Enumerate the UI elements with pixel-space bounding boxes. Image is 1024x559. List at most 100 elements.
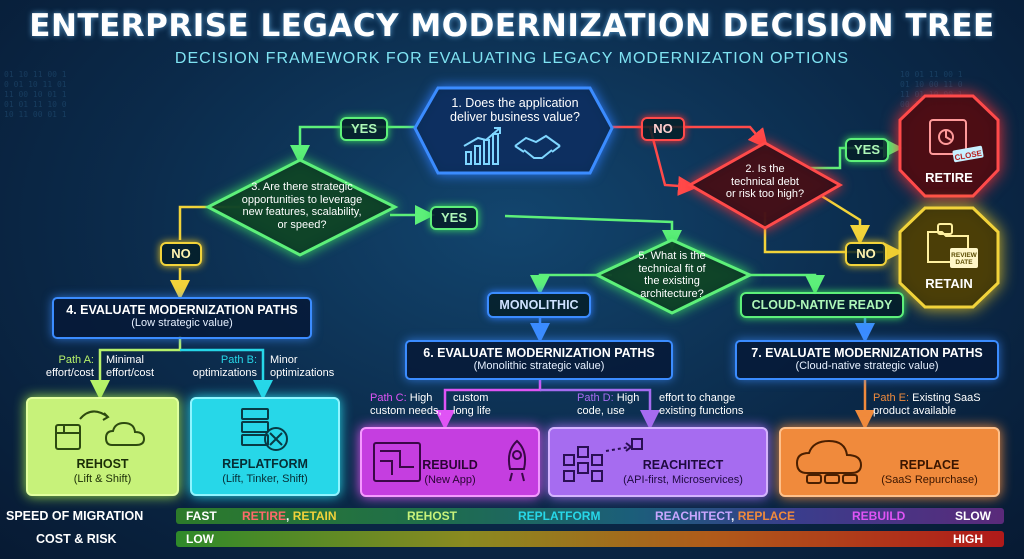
path-c-label: Path C:: [370, 392, 407, 404]
page-title: ENTERPRISE LEGACY MODERNIZATION DECISION…: [29, 8, 995, 44]
evaluate-paths-4-title: 4. EVALUATE MODERNIZATION PATHS: [66, 303, 298, 317]
question-5-line1: 5. What is the: [638, 250, 706, 262]
path-b-right-line2: optimizations: [270, 367, 335, 379]
close-stamp: [952, 145, 984, 163]
question-1-box: [413, 86, 614, 175]
speed-fast: FAST: [186, 509, 217, 523]
path-a-note: Path A: effort/cost: [34, 354, 94, 380]
no-label-q3: NO: [160, 242, 202, 266]
rebuild-name: REBUILD: [422, 458, 478, 472]
evaluate-paths-4: 4. EVALUATE MODERNIZATION PATHS (Low str…: [52, 297, 312, 339]
cost-bar: [176, 531, 1004, 547]
question-5-line3: the existing: [644, 275, 700, 287]
path-a-right-note: Minimal effort/cost: [106, 354, 154, 380]
path-b-label: Path B:: [220, 354, 257, 366]
speed-comma-2: ,: [731, 509, 735, 523]
evaluate-paths-7-title: 7. EVALUATE MODERNIZATION PATHS: [751, 346, 983, 360]
no-label-q1: NO: [641, 117, 685, 141]
path-d-note: Path D: High code, use: [577, 392, 639, 418]
question-3-line1: 3. Are there strategic: [251, 181, 353, 193]
cost-high: HIGH: [953, 532, 983, 546]
replatform-name: REPLATFORM: [222, 457, 308, 471]
question-1-line1: 1. Does the application: [451, 96, 579, 110]
reachitect-name: REACHITECT: [642, 458, 724, 472]
path-e-text2: product available: [873, 405, 957, 417]
path-d-text: code, use: [577, 405, 625, 417]
path-b-note: Path B: optimizations: [185, 354, 257, 380]
server-wrench-icon: [241, 408, 288, 451]
svg-text:REVIEW: REVIEW: [951, 252, 978, 259]
cloud-native-label: CLOUD-NATIVE READY: [740, 292, 904, 318]
speed-comma-1: ,: [286, 509, 290, 523]
rebuild-card: REBUILD (New App): [360, 427, 540, 497]
retain-octagon: [898, 206, 1000, 309]
monolithic-label: MONOLITHIC: [487, 292, 591, 318]
speed-slow: SLOW: [955, 509, 991, 523]
reachitect-card: REACHITECT (API-first, Microservices): [548, 427, 768, 497]
replace-card: REPLACE (SaaS Repurchase): [779, 427, 1000, 497]
cloud-saas-icon: [795, 439, 863, 484]
question-5-diamond: [593, 238, 754, 315]
evaluate-paths-6-title: 6. EVALUATE MODERNIZATION PATHS: [423, 346, 655, 360]
speed-replace: REPLACE: [737, 509, 796, 523]
path-b-right-note: Minor optimizations: [270, 354, 334, 380]
question-2-diamond: [686, 141, 844, 230]
question-3-line2: opportunities to leverage: [241, 193, 363, 206]
evaluate-paths-7: 7. EVALUATE MODERNIZATION PATHS (Cloud-n…: [735, 340, 999, 380]
speed-reachitect: REACHITECT: [655, 509, 732, 523]
path-d-label: Path D:: [577, 392, 614, 404]
path-c-text: custom needs,: [370, 405, 442, 417]
path-d-high: High: [616, 392, 640, 404]
yes-label-q2: YES: [845, 138, 889, 162]
path-d-right-line1: effort to change: [659, 392, 736, 404]
archive-folder-icon: [927, 223, 969, 263]
replatform-card: REPLATFORM (Lift, Tinker, Shift): [190, 397, 340, 496]
speed-replatform: REPLATFORM: [518, 509, 601, 523]
svg-text:DATE: DATE: [955, 259, 973, 266]
replace-subtitle: (SaaS Repurchase): [881, 474, 978, 486]
question-2-line2: technical debt: [731, 175, 799, 188]
path-a-right-line2: effort/cost: [106, 367, 155, 379]
question-3-line4: or speed?: [277, 218, 327, 231]
path-a-right-line1: Minimal: [106, 354, 144, 366]
speed-rebuild: REBUILD: [852, 509, 906, 523]
rocket-icon: [507, 439, 527, 482]
rehost-card: REHOST (Lift & Shift): [26, 397, 179, 496]
replace-name: REPLACE: [899, 458, 960, 472]
question-3-text: 3. Are there strategic opportunities to …: [222, 181, 382, 231]
growth-chart-icon: [463, 127, 501, 165]
path-a-label: Path A:: [58, 354, 94, 366]
evaluate-paths-7-subtitle: (Cloud-native strategic value): [795, 360, 939, 372]
question-5-text: 5. What is the technical fit of the exis…: [617, 250, 727, 300]
question-2-line1: 2. Is the: [745, 163, 785, 175]
path-c-right-line2: long life: [453, 405, 491, 417]
path-c-right-note: custom long life: [453, 392, 491, 418]
question-2-text: 2. Is the technical debt or risk too hig…: [708, 163, 822, 201]
question-2-line3: or risk too high?: [725, 188, 805, 200]
page-subtitle: DECISION FRAMEWORK FOR EVALUATING LEGACY…: [174, 50, 850, 67]
question-1-text: 1. Does the application deliver business…: [420, 96, 610, 124]
question-1-line2: deliver business value?: [450, 110, 580, 124]
retain-label: RETAIN: [925, 276, 973, 291]
speed-bar-label: SPEED OF MIGRATION: [6, 509, 144, 523]
path-d-right-note: effort to change existing functions: [659, 392, 743, 418]
speed-retain: RETAIN: [292, 509, 337, 523]
handshake-icon: [514, 134, 561, 159]
retire-octagon: [898, 94, 1000, 198]
yes-label-q1: YES: [340, 117, 388, 141]
question-5-line4: architecture?: [640, 287, 704, 300]
review-date-stamp: [950, 248, 978, 268]
speed-retire-retain: RETIRE, RETAIN: [242, 509, 336, 523]
cost-low: LOW: [186, 532, 214, 546]
path-b-right-line1: Minor: [270, 354, 298, 366]
rebuild-subtitle: (New App): [424, 474, 476, 486]
path-d-right-line2: existing functions: [659, 405, 744, 417]
question-3-diamond: [204, 158, 399, 257]
speed-retire: RETIRE: [242, 509, 287, 523]
no-label-q2: NO: [845, 242, 887, 266]
reachitect-subtitle: (API-first, Microservices): [623, 474, 743, 486]
path-c-right-line1: custom: [453, 392, 489, 404]
evaluate-paths-6: 6. EVALUATE MODERNIZATION PATHS (Monolit…: [405, 340, 673, 380]
evaluate-paths-4-subtitle: (Low strategic value): [131, 317, 233, 329]
